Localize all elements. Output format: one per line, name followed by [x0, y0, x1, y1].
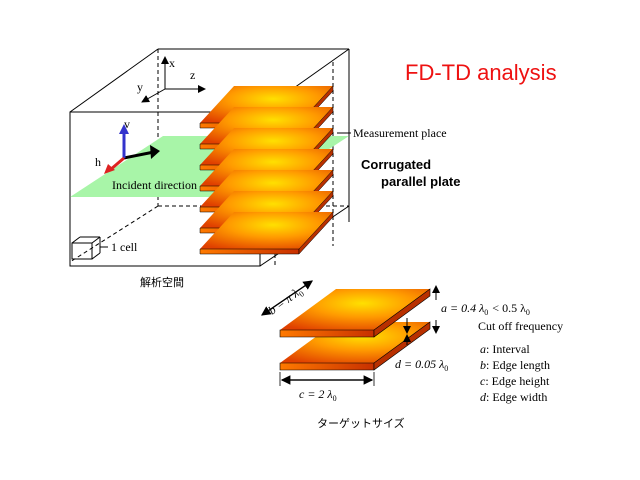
incident-direction-label: Incident direction	[112, 178, 197, 192]
corrugated-label-line2: parallel plate	[381, 174, 460, 189]
dimension-legend: a: Interval b: Edge length c: Edge heigh…	[480, 342, 550, 404]
svg-text:a = 0.4 λ0< 0.5 λ0: a = 0.4 λ0< 0.5 λ0	[441, 301, 530, 317]
legend-a-text: : Interval	[486, 342, 530, 356]
svg-text:c = 2 λ0: c = 2 λ0	[299, 387, 337, 403]
measurement-place-label: Measurement place	[353, 126, 447, 140]
svg-text:d = 0.05 λ0: d = 0.05 λ0	[395, 357, 448, 373]
legend-a-sym: a	[480, 342, 486, 356]
vec-v-label: v	[124, 117, 130, 131]
target-detail: b = π λ0 a = 0.4 λ0< 0.5 λ0 Cut off freq…	[261, 280, 563, 404]
svg-text:d: Edge width: d: Edge width	[480, 390, 547, 404]
corrugated-label-line1: Corrugated	[361, 157, 431, 172]
legend-d-sym: d	[480, 390, 487, 404]
svg-text:b: Edge length: b: Edge length	[480, 358, 550, 372]
box-caption: 解析空間	[140, 275, 184, 289]
page-title: FD-TD analysis	[405, 60, 557, 85]
cutoff-label: Cut off frequency	[478, 319, 563, 333]
plate-stack	[199, 85, 334, 255]
axis-indicator: x z y	[137, 56, 206, 103]
a-dimension-label: a = 0.4 λ	[441, 301, 484, 315]
vec-h-label: h	[95, 155, 101, 169]
legend-c-text: : Edge height	[485, 374, 550, 388]
cell-label: 1 cell	[111, 240, 138, 254]
b-dimension-label: b = π λ	[266, 286, 302, 317]
legend-d-text: : Edge width	[486, 390, 547, 404]
svg-text:b = π λ0: b = π λ0	[266, 284, 306, 319]
svg-text:a: Interval: a: Interval	[480, 342, 530, 356]
legend-c-sym: c	[480, 374, 486, 388]
cutoff-value: < 0.5 λ	[492, 301, 526, 315]
axis-y-label: y	[137, 80, 143, 94]
axis-x-label: x	[169, 56, 175, 70]
c-dimension-label: c = 2 λ	[299, 387, 333, 401]
legend-b-text: : Edge length	[486, 358, 550, 372]
cell-icon	[71, 236, 101, 260]
axis-z-label: z	[190, 68, 195, 82]
field-vectors: v h	[95, 117, 160, 174]
plate	[199, 211, 334, 255]
svg-text:c: Edge height: c: Edge height	[480, 374, 550, 388]
d-dimension-label: d = 0.05 λ	[395, 357, 444, 371]
legend-b-sym: b	[480, 358, 486, 372]
target-caption: ターゲットサイズ	[317, 416, 405, 430]
